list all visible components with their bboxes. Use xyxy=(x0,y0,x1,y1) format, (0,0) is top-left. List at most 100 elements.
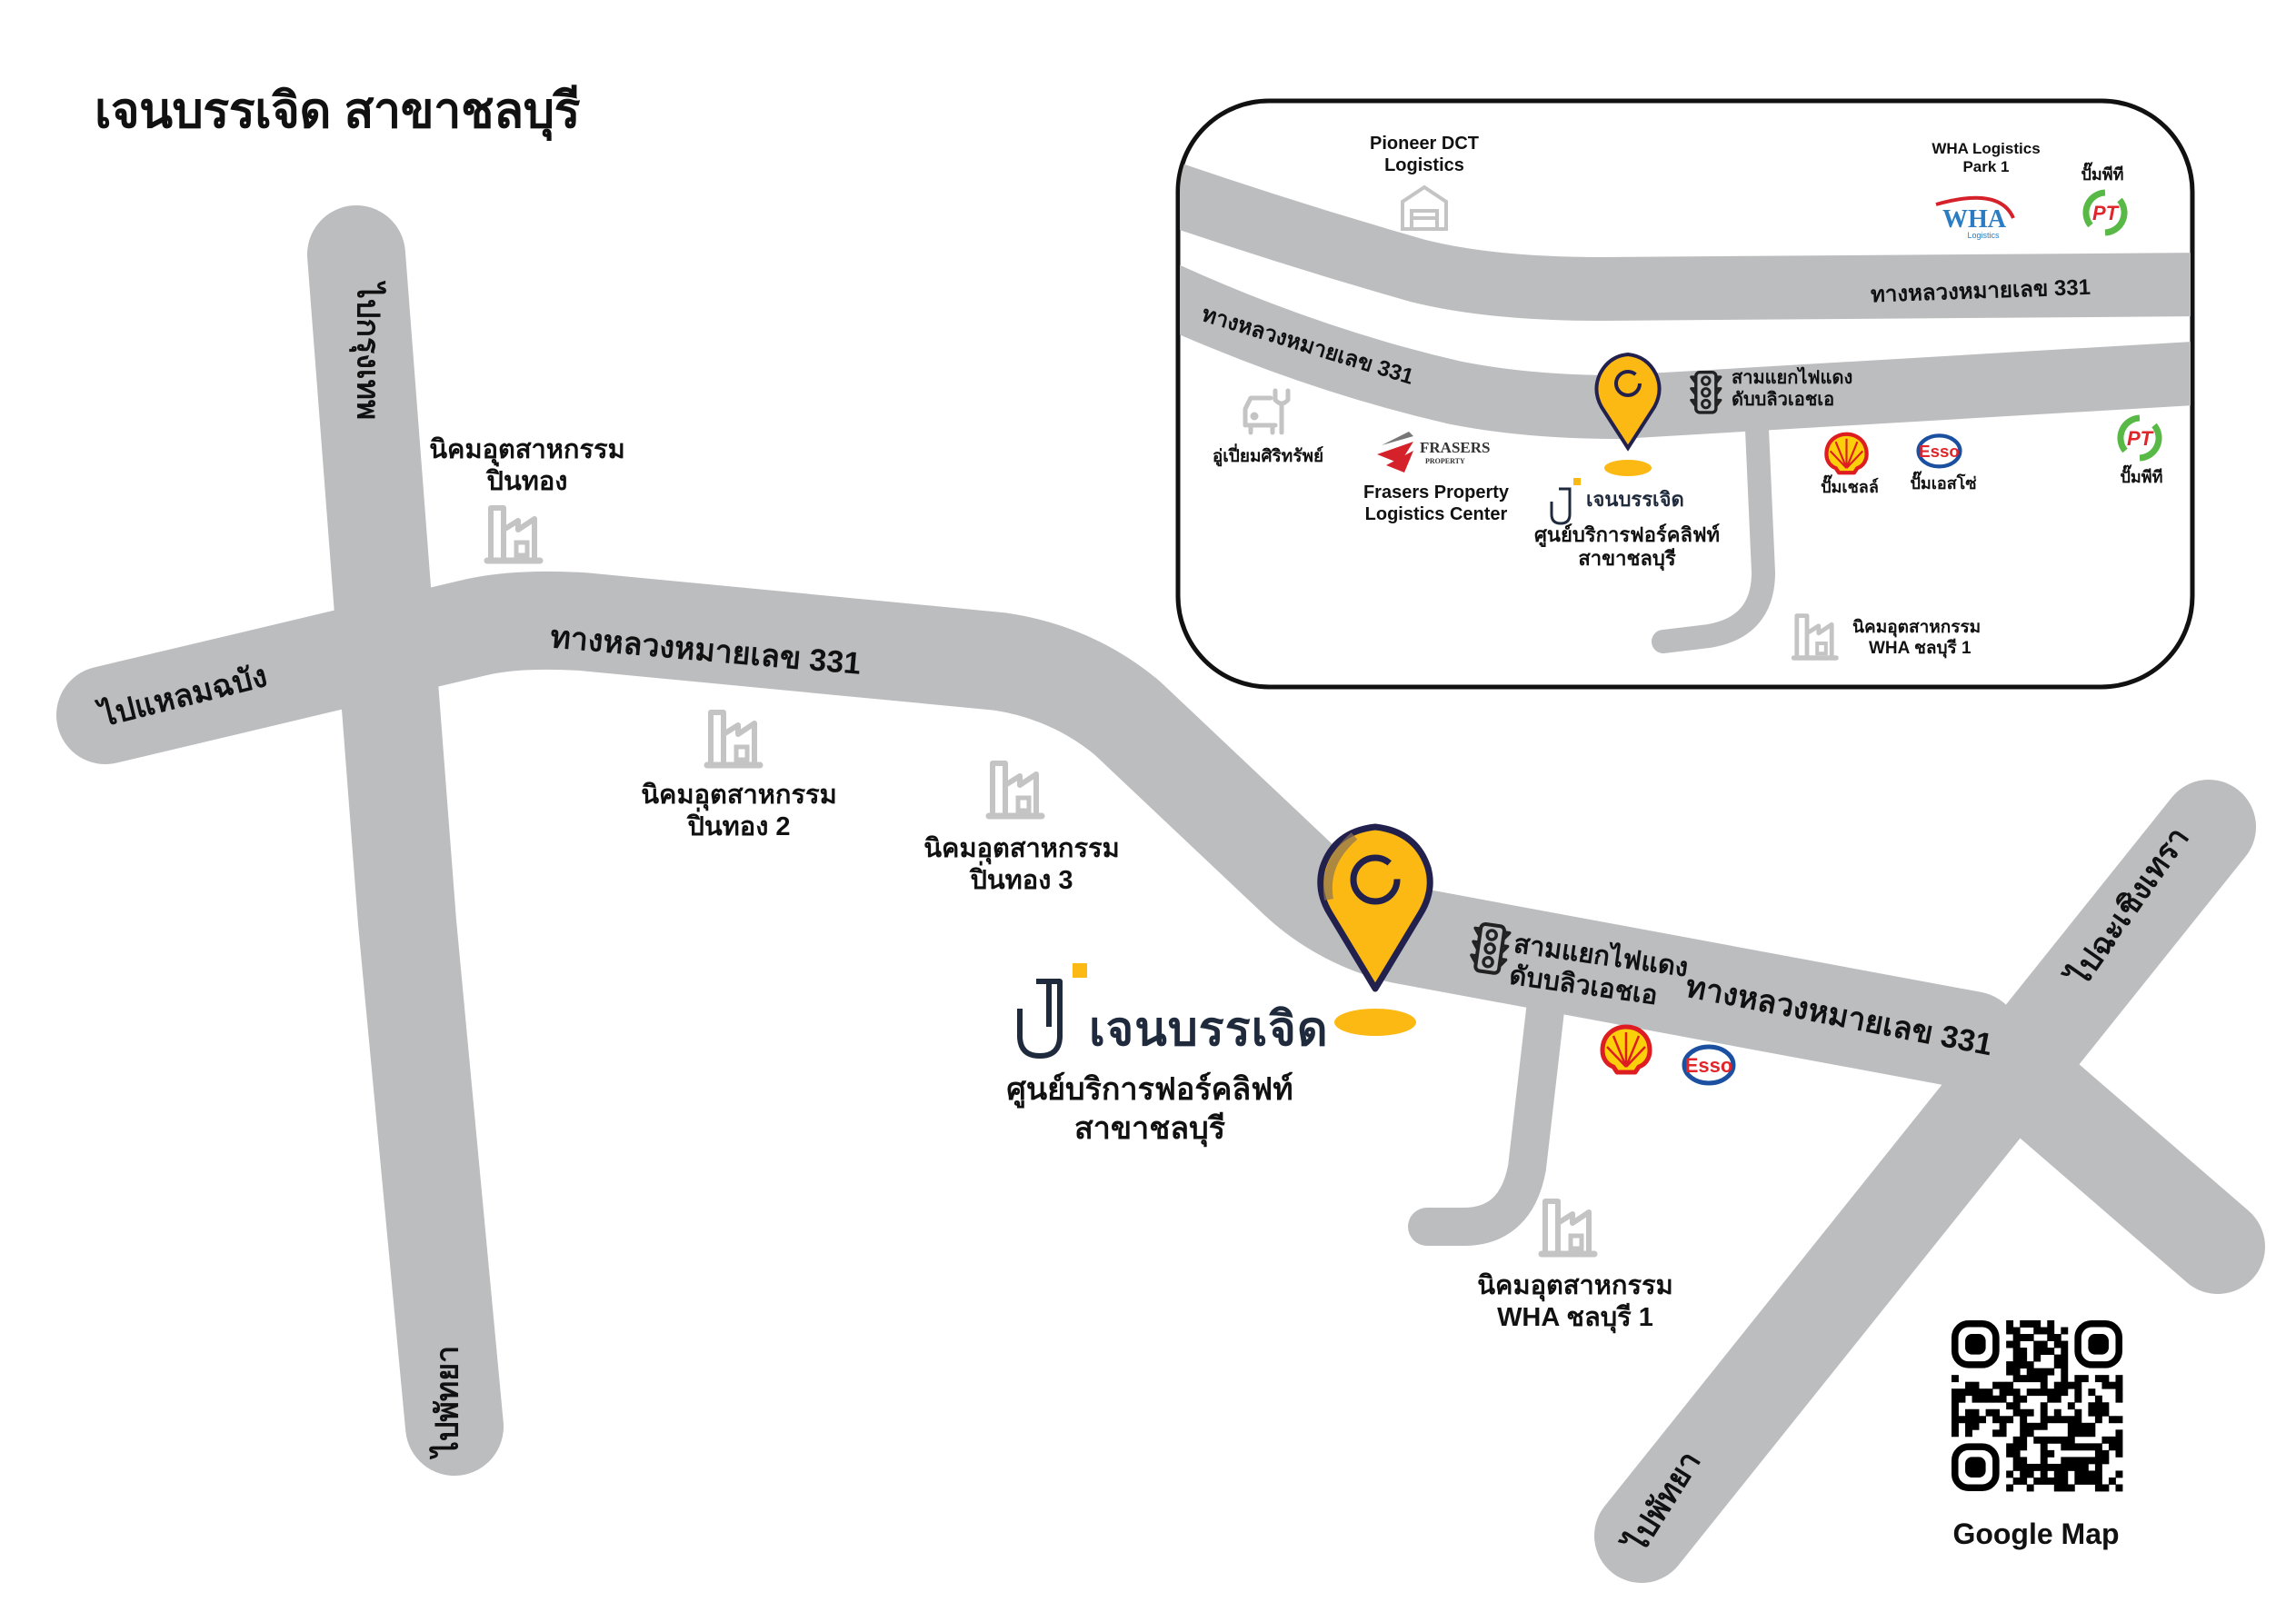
qr-module xyxy=(2094,1477,2102,1485)
qr-module xyxy=(2012,1388,2021,1397)
qr-module xyxy=(2012,1368,2021,1376)
qr-code-label: Google Map xyxy=(1952,1518,2120,1550)
qr-module xyxy=(1958,1388,1966,1397)
qr-module xyxy=(2108,1443,2116,1451)
qr-module xyxy=(1965,1381,1972,1389)
qr-module xyxy=(2006,1402,2014,1410)
qr-module xyxy=(2040,1368,2048,1376)
qr-module xyxy=(1985,1388,1993,1397)
qr-module xyxy=(2053,1436,2061,1444)
qr-module xyxy=(2053,1381,2061,1389)
qr-module xyxy=(1992,1395,2001,1403)
factory-icon xyxy=(1542,1201,1594,1254)
qr-module xyxy=(2040,1477,2048,1485)
qr-module xyxy=(2074,1381,2082,1389)
qr-module xyxy=(2081,1375,2089,1383)
inset-shell-logo-icon xyxy=(1826,434,1866,473)
qr-module xyxy=(2006,1416,2014,1424)
qr-module xyxy=(1952,1375,1959,1383)
landmark-wha-chonburi-1: นิคมอุตสาหกรรม WHA ชลบุรี 1 xyxy=(1477,1271,1673,1332)
inset-pt-right-label: ปั๊มพีที xyxy=(2120,468,2163,486)
qr-module xyxy=(2006,1449,2014,1458)
qr-module xyxy=(2088,1470,2096,1478)
qr-module xyxy=(2094,1402,2102,1410)
qr-module xyxy=(2074,1470,2082,1478)
qr-module xyxy=(2040,1381,2048,1389)
qr-module xyxy=(2094,1395,2102,1403)
qr-module xyxy=(2020,1416,2028,1424)
qr-module xyxy=(2061,1368,2069,1376)
qr-module xyxy=(2026,1320,2034,1328)
qr-module xyxy=(2012,1408,2021,1417)
qr-module xyxy=(2061,1388,2069,1397)
qr-module xyxy=(2101,1449,2110,1458)
qr-module xyxy=(2053,1416,2061,1424)
inset-location-pin-icon[interactable] xyxy=(1594,352,1662,476)
qr-module xyxy=(2074,1477,2082,1485)
road-label-to-bangkok: ไปกรุงเทพ xyxy=(350,283,385,421)
road-label-to-pattaya-left: ไปพัทยา xyxy=(430,1345,465,1458)
qr-module xyxy=(2061,1477,2069,1485)
qr-finder xyxy=(2074,1320,2123,1368)
qr-module xyxy=(1992,1416,2001,1424)
qr-module xyxy=(2061,1484,2069,1492)
qr-module xyxy=(2088,1402,2096,1410)
qr-module xyxy=(2074,1429,2082,1438)
qr-module xyxy=(2074,1408,2082,1417)
qr-module xyxy=(2012,1443,2021,1451)
qr-module xyxy=(2033,1327,2041,1335)
qr-module xyxy=(1999,1422,2007,1430)
qr-code[interactable] xyxy=(1952,1320,2123,1492)
qr-module xyxy=(2074,1416,2082,1424)
qr-module xyxy=(1999,1395,2007,1403)
qr-module xyxy=(2061,1457,2069,1465)
factory-icon xyxy=(989,763,1042,816)
qr-module xyxy=(2094,1416,2102,1424)
car-repair-icon xyxy=(1243,388,1291,435)
warehouse-icon xyxy=(1401,184,1448,231)
qr-finder-center xyxy=(1965,1457,1986,1478)
qr-module xyxy=(2061,1361,2069,1369)
qr-module xyxy=(2081,1457,2089,1465)
inset-road-331-upper xyxy=(1180,160,2191,321)
shell-logo-icon xyxy=(1602,1027,1650,1072)
qr-module xyxy=(2047,1334,2055,1341)
qr-module xyxy=(2101,1436,2110,1444)
qr-module xyxy=(2074,1457,2082,1465)
qr-module xyxy=(2020,1334,2028,1341)
qr-module xyxy=(2047,1436,2055,1444)
qr-module xyxy=(2067,1416,2075,1424)
road-branch-southeast xyxy=(1948,1007,2265,1294)
qr-module xyxy=(2053,1408,2061,1417)
qr-module xyxy=(1972,1408,1980,1417)
qr-module xyxy=(2074,1375,2082,1383)
qr-module xyxy=(2094,1470,2102,1478)
qr-module xyxy=(1965,1416,1972,1424)
qr-module xyxy=(2115,1416,2123,1424)
qr-module xyxy=(2074,1443,2082,1451)
qr-module xyxy=(2026,1368,2034,1376)
qr-module xyxy=(2094,1463,2102,1471)
svg-text:PROPERTY: PROPERTY xyxy=(1425,457,1465,465)
qr-module xyxy=(2047,1320,2055,1328)
qr-module xyxy=(2026,1422,2034,1430)
qr-module xyxy=(2053,1361,2061,1369)
inset-garage-label: อู่เปี่ยมศิริทรัพย์ xyxy=(1212,447,1324,466)
qr-module xyxy=(2081,1422,2089,1430)
qr-module xyxy=(2074,1463,2082,1471)
qr-module xyxy=(2026,1361,2034,1369)
location-pin-icon[interactable] xyxy=(1317,823,1433,1036)
qr-module xyxy=(2006,1320,2014,1328)
qr-module xyxy=(2088,1388,2096,1397)
qr-module xyxy=(1992,1408,2001,1417)
qr-module xyxy=(2040,1443,2048,1451)
qr-module xyxy=(2047,1368,2055,1376)
qr-module xyxy=(2074,1395,2082,1403)
qr-module xyxy=(1952,1388,1959,1397)
qr-module xyxy=(2081,1429,2089,1438)
qr-module xyxy=(1985,1395,1993,1403)
qr-module xyxy=(2012,1361,2021,1369)
qr-module xyxy=(2020,1443,2028,1451)
qr-module xyxy=(2061,1375,2069,1383)
qr-module xyxy=(2026,1375,2034,1383)
